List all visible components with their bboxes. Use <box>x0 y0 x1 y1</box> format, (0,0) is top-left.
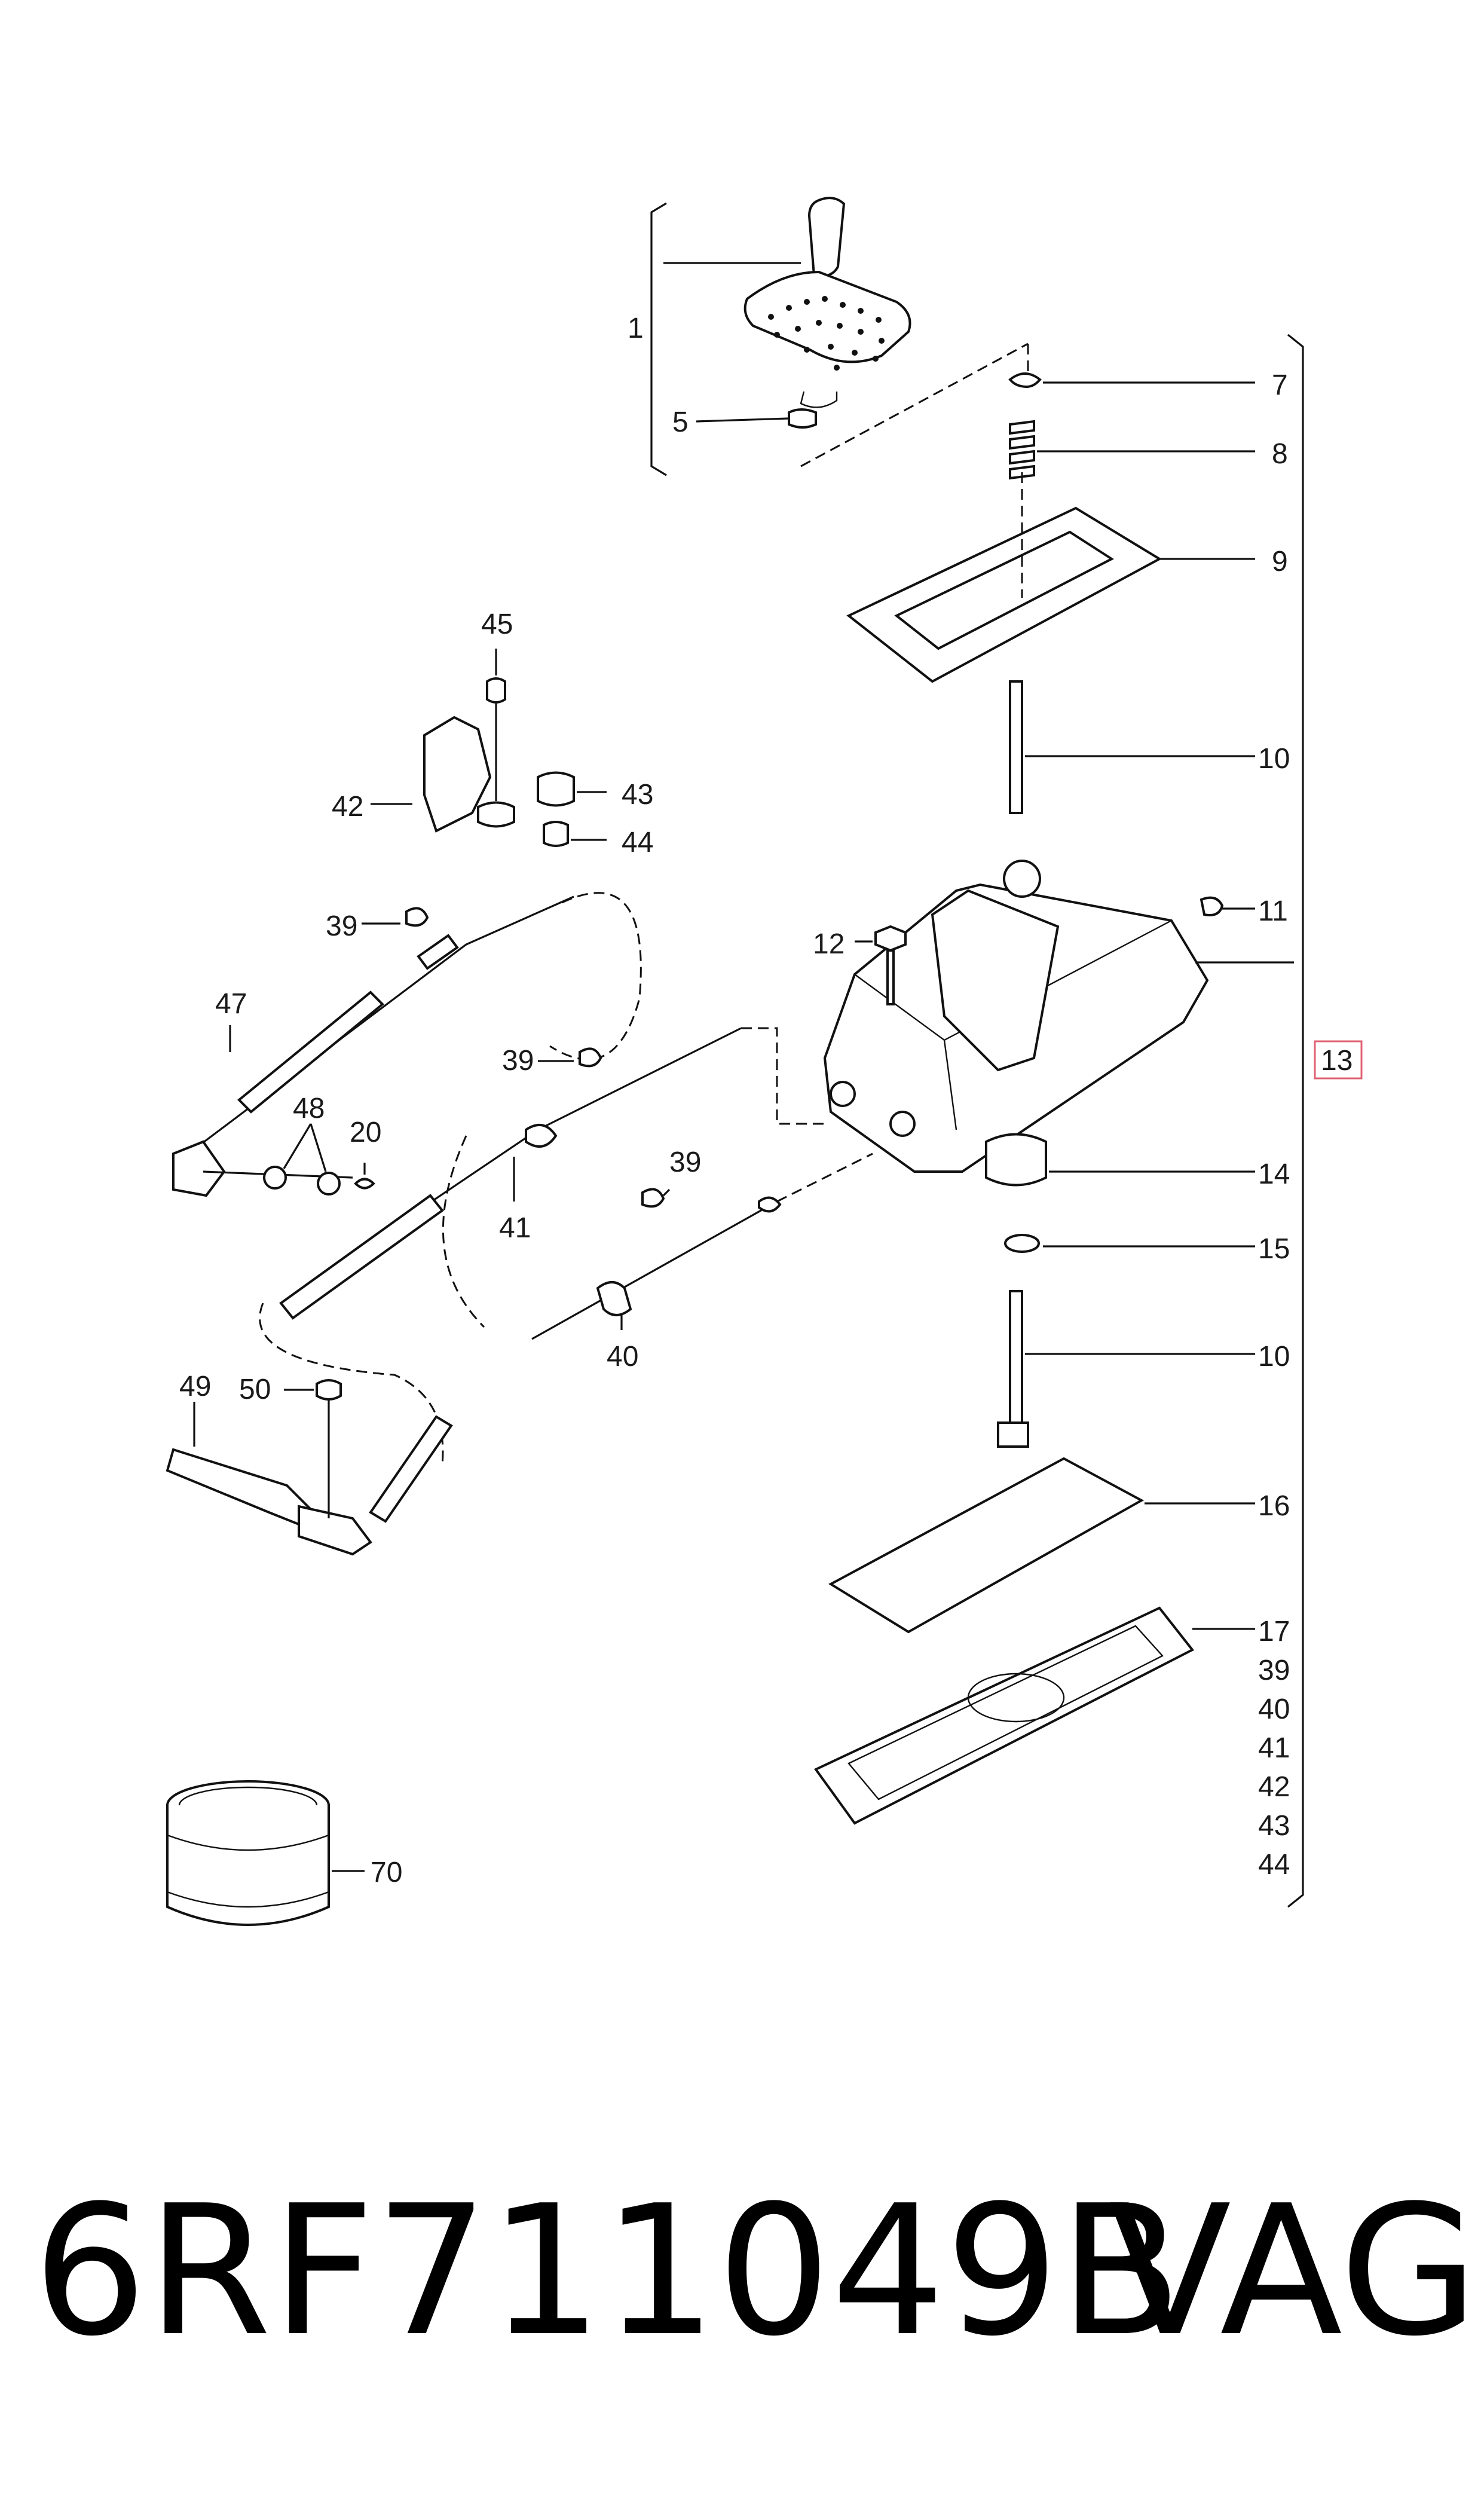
callout-14: 14 <box>1258 1158 1290 1190</box>
callout-8: 8 <box>1272 438 1288 470</box>
callout-49: 49 <box>179 1371 211 1402</box>
callout-10-upper: 10 <box>1258 743 1290 775</box>
callout-17: 17 <box>1258 1616 1290 1647</box>
callout-43: 43 <box>622 779 653 811</box>
callout-39-middle: 39 <box>502 1045 534 1077</box>
callout-42: 42 <box>332 791 363 823</box>
callout-12: 12 <box>813 928 844 960</box>
callout-7: 7 <box>1272 369 1288 401</box>
callout-13: 13 <box>1321 1045 1353 1077</box>
callout-13-box <box>1314 1040 1363 1080</box>
callout-1: 1 <box>628 313 644 344</box>
callout-45: 45 <box>481 609 513 640</box>
set-list-item: 42 <box>1258 1771 1290 1803</box>
bracket-assembly: 45 42 43 44 <box>332 609 653 858</box>
callout-9: 9 <box>1272 546 1288 577</box>
set-list-item: 44 <box>1258 1849 1290 1881</box>
callout-16: 16 <box>1258 1490 1290 1522</box>
set-list-item: 40 <box>1258 1693 1290 1725</box>
callout-48: 48 <box>293 1093 325 1124</box>
knob-texture-dots <box>768 296 885 371</box>
callout-10-lower: 10 <box>1258 1341 1290 1372</box>
callout-39-lower: 39 <box>669 1147 701 1178</box>
set-list-item: 43 <box>1258 1810 1290 1842</box>
part-number: 6RF711049B <box>33 2167 1182 2376</box>
callout-40: 40 <box>607 1341 638 1372</box>
selector-lever-assembly: 49 50 <box>166 1371 453 1556</box>
callout-44: 44 <box>622 827 653 858</box>
gear-knob-assembly: 1 5 <box>628 197 1029 476</box>
callout-5: 5 <box>672 406 689 438</box>
shift-mechanism-stack: 7 8 9 10 11 12 13 14 15 10 16 17 39 40 4… <box>813 334 1363 1908</box>
set-list-item: 41 <box>1258 1732 1290 1764</box>
callout-50: 50 <box>239 1374 271 1405</box>
part-number-caption: 6RF711049B VAG <box>33 2167 1478 2376</box>
ring-part-70: 70 <box>166 1780 402 1926</box>
shift-cables: 39 47 48 20 39 41 39 40 <box>172 892 873 1465</box>
callout-41: 41 <box>499 1212 531 1244</box>
callout-15: 15 <box>1258 1233 1290 1265</box>
callout-70: 70 <box>371 1857 402 1888</box>
callout-20: 20 <box>350 1117 381 1148</box>
callout-47: 47 <box>215 988 247 1020</box>
callout-39-upper: 39 <box>326 910 357 942</box>
callout-11: 11 <box>1258 895 1288 927</box>
brand-name: VAG <box>1109 2167 1479 2376</box>
set-list-item: 39 <box>1258 1655 1290 1686</box>
